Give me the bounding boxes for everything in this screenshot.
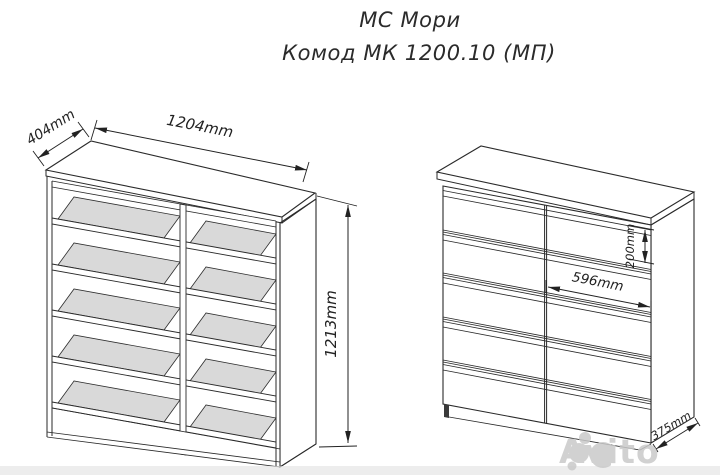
dimension-label-width: 1204mm — [165, 111, 235, 142]
dimension-height-1213: 1213mm — [316, 195, 358, 448]
dimension-line — [547, 286, 651, 308]
extension-lines — [628, 224, 655, 265]
top-panel-edge — [436, 172, 695, 226]
extension-lines — [652, 417, 701, 453]
side-panel-right — [650, 198, 695, 444]
center-divider — [179, 203, 187, 456]
dimension-label-height: 1213mm — [322, 290, 340, 357]
extension-lines — [545, 280, 652, 314]
dresser-front-view — [435, 145, 696, 451]
extension-lines — [316, 195, 358, 448]
side-panel-right — [279, 197, 317, 469]
carcass-open-view — [44, 140, 317, 469]
extension-lines — [90, 119, 310, 183]
center-divider — [544, 205, 548, 424]
top-frame-rail — [51, 180, 277, 228]
scan-artifact-band — [0, 466, 720, 475]
dimension-line — [94, 127, 308, 171]
plinth-foot — [444, 404, 449, 418]
drawing-title-series: МС Мори — [359, 8, 461, 32]
extension-lines — [32, 121, 90, 167]
dimension-drawer-height-200: 200mm — [623, 224, 655, 268]
base-plinth — [47, 408, 280, 467]
dimension-label-depth: 404mm — [24, 107, 78, 149]
dimension-line — [37, 128, 84, 159]
base-plinth-edges — [46, 407, 281, 468]
top-panel-edge — [45, 170, 317, 224]
carcass-outline — [46, 176, 317, 468]
avito-logo-icon — [567, 432, 611, 471]
dimension-label-drawer-height: 200mm — [623, 224, 637, 268]
dimension-line — [655, 422, 699, 450]
watermark: Avito — [559, 430, 660, 474]
drawing-title-model: Комод МК 1200.10 (МП) — [282, 41, 556, 65]
